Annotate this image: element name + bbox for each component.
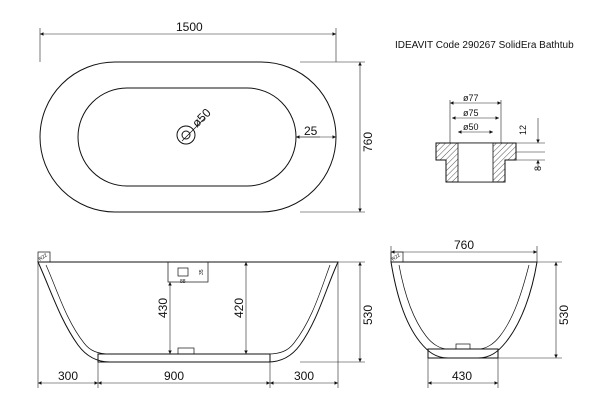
overflow-label-b: 35 xyxy=(199,269,205,275)
d75-label: ø75 xyxy=(463,108,479,118)
h430-label: 430 xyxy=(156,298,170,318)
h8-label: 8 xyxy=(533,166,543,171)
width-label: 1500 xyxy=(176,20,203,34)
overflow-box xyxy=(167,261,209,283)
drain-section-outline xyxy=(435,142,517,183)
rim-label: 25 xyxy=(304,124,318,138)
drain-inner-circle xyxy=(181,130,191,140)
drawing-title: IDEAVIT Code 290267 SolidEra Bathtub xyxy=(395,40,574,51)
side-corner-label: R22 xyxy=(391,252,402,262)
overflow-label-a: 88 xyxy=(180,279,186,285)
base-mid-label: 900 xyxy=(164,369,184,383)
drain-stub-front xyxy=(177,347,195,355)
h420-label: 420 xyxy=(232,298,246,318)
tub-outline-front xyxy=(37,261,339,363)
tub-base-front xyxy=(97,353,271,363)
drain-leader-ext xyxy=(195,117,206,128)
drain-label: ø50 xyxy=(189,105,214,130)
drain-leader xyxy=(181,126,197,142)
front-corner-label: R22 xyxy=(38,252,49,262)
overflow-box-inner xyxy=(177,267,189,277)
drain-section-hatch xyxy=(436,143,516,182)
front-view: R22 88 35 430 420 530 300 900 300 xyxy=(37,251,375,388)
tub-inner-side xyxy=(398,264,530,350)
d77-label: ø77 xyxy=(463,93,479,103)
top-view: ø50 1500 760 25 xyxy=(39,20,375,213)
tub-outline-side xyxy=(390,261,538,359)
side-height-label: 530 xyxy=(557,305,571,325)
d50-label: ø50 xyxy=(463,122,479,132)
drain-stub-side xyxy=(455,343,471,350)
drain-bore xyxy=(457,142,494,183)
drain-detail: ø77 ø75 ø50 12 8 xyxy=(435,93,545,183)
tub-outline-top xyxy=(39,61,337,213)
corner-box xyxy=(37,251,51,263)
tub-inner-front xyxy=(45,264,331,355)
base-left-label: 300 xyxy=(58,369,78,383)
drain-circle xyxy=(176,125,196,145)
side-width-label: 760 xyxy=(454,238,474,252)
side-view: R22 760 530 430 xyxy=(390,238,571,388)
base-right-label: 300 xyxy=(294,369,314,383)
depth-label: 760 xyxy=(361,132,375,152)
tub-basin-top xyxy=(77,87,297,187)
side-base-label: 430 xyxy=(452,369,472,383)
h530-label: 530 xyxy=(361,305,375,325)
h12-label: 12 xyxy=(518,125,528,135)
